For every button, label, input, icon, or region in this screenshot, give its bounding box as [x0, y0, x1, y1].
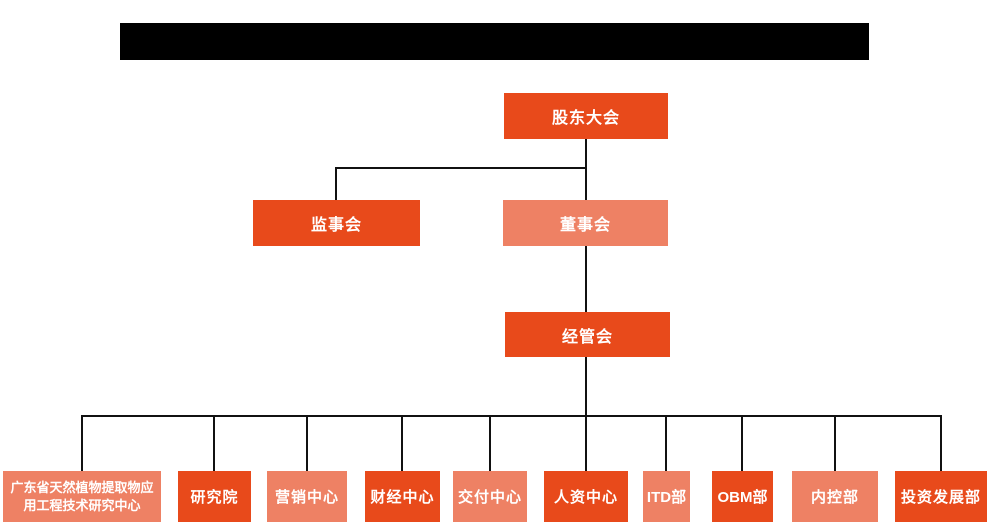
connector-board-drop	[585, 167, 587, 200]
org-node-label: OBM部	[717, 489, 768, 506]
connector-mgmt-down	[585, 357, 587, 416]
title-redaction-bar	[120, 23, 869, 60]
org-node-label: 股东大会	[551, 110, 620, 127]
connector-dept-drop-7	[665, 415, 667, 471]
org-node-label: 营销中心	[274, 489, 339, 506]
org-node-label: 交付中心	[457, 489, 522, 506]
org-node-label: 经管会	[561, 328, 613, 346]
org-node-guangdong-research-center: 广东省天然植物提取物应用工程技术研究中心	[3, 471, 161, 522]
org-node-label: 人资中心	[553, 489, 618, 506]
connector-dept-drop-3	[306, 415, 308, 471]
org-node-label: 财经中心	[370, 489, 435, 506]
org-node-research-institute: 研究院	[178, 471, 251, 522]
connector-dept-drop-2	[213, 415, 215, 471]
connector-level2-horizontal	[335, 167, 587, 169]
connector-dept-drop-8	[741, 415, 743, 471]
connector-dept-drop-9	[834, 415, 836, 471]
org-node-label: 董事会	[559, 217, 611, 234]
org-node-obm-dept: OBM部	[712, 471, 773, 522]
org-node-shareholders-meeting: 股东大会	[504, 93, 668, 139]
org-node-label: 研究院	[190, 489, 239, 506]
org-node-marketing-center: 营销中心	[267, 471, 347, 522]
connector-dept-drop-5	[489, 415, 491, 471]
org-node-label: 内控部	[810, 489, 859, 506]
connector-dept-drop-10	[940, 415, 942, 471]
org-node-label: 广东省天然植物提取物应用工程技术研究中心	[10, 479, 154, 513]
connector-root-down	[585, 139, 587, 169]
org-node-management-committee: 经管会	[505, 312, 670, 357]
connector-dept-drop-6	[585, 415, 587, 471]
connector-board-to-mgmt	[585, 246, 587, 312]
org-node-investment-development-dept: 投资发展部	[895, 471, 987, 522]
connector-dept-drop-1	[81, 415, 83, 471]
org-node-label: ITD部	[646, 489, 687, 506]
org-node-itd-dept: ITD部	[643, 471, 690, 522]
org-node-label: 监事会	[310, 217, 362, 234]
org-node-hr-center: 人资中心	[544, 471, 628, 522]
org-node-delivery-center: 交付中心	[453, 471, 527, 522]
org-node-label: 投资发展部	[900, 489, 981, 506]
org-node-finance-center: 财经中心	[365, 471, 440, 522]
org-node-supervisory-board: 监事会	[253, 200, 420, 246]
org-node-board-of-directors: 董事会	[503, 200, 668, 246]
org-node-internal-control-dept: 内控部	[792, 471, 878, 522]
connector-departments-horizontal	[81, 415, 942, 417]
connector-supervisory-drop	[335, 167, 337, 200]
connector-dept-drop-4	[401, 415, 403, 471]
